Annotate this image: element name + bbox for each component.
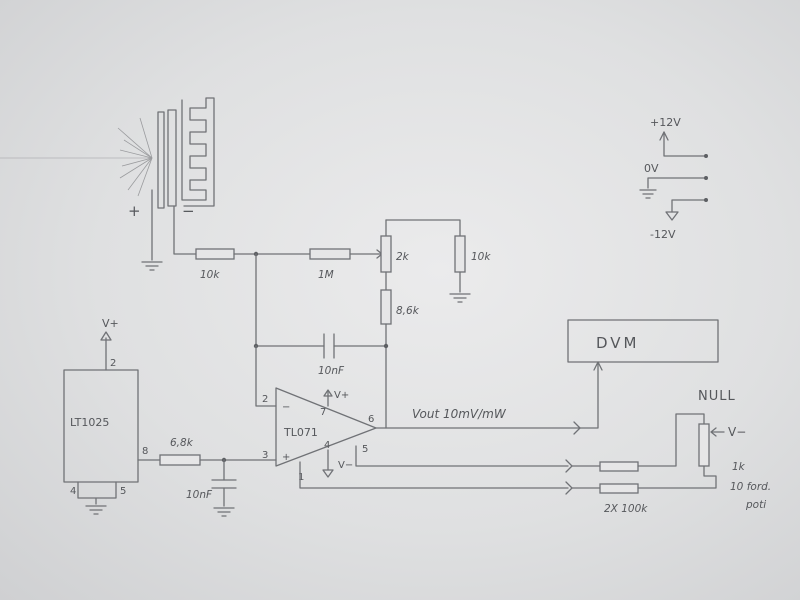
right-ground-symbol	[449, 293, 471, 303]
resistor-8k6-label: 8,6k	[396, 305, 420, 317]
opamp-pin-4: 4	[324, 440, 330, 451]
minus12-label: -12V	[650, 228, 676, 241]
thermopile-coil	[181, 97, 215, 207]
resistor-100k-a	[599, 461, 639, 472]
dvm-label: DVM	[596, 334, 640, 352]
null-pot-value-label: 1k	[732, 461, 746, 473]
opamp-pin-7: 7	[320, 407, 326, 418]
resistor-1m-label: 1M	[318, 269, 334, 281]
lt1025-ground-symbol	[85, 505, 107, 515]
wire-to-dvm	[579, 363, 599, 429]
lt1025-pin-2: 2	[110, 358, 116, 369]
opamp-pin-6: 6	[368, 414, 374, 425]
ref-cap-ground-symbol	[213, 507, 235, 517]
wire-top-rail	[385, 219, 461, 237]
minus12-arrow	[665, 211, 679, 221]
resistor-10k-right	[454, 235, 466, 273]
lt1025-pin-5: 5	[120, 486, 126, 497]
wire-pin2	[255, 345, 277, 407]
capacitor-ref-label: 10nF	[186, 489, 213, 501]
plus12-label: +12V	[650, 116, 681, 129]
thermopile-sensor: + −	[0, 97, 215, 271]
lt1025-pin-4: 4	[70, 486, 76, 497]
opamp-plus-sign: +	[282, 452, 290, 463]
opamp-pin-2: 2	[262, 394, 268, 405]
null-potentiometer	[698, 423, 710, 467]
null-label: NULL	[698, 389, 736, 404]
vout-label: Vout 10mV/mW	[412, 407, 507, 421]
null-pot-desc-2: poti	[745, 499, 766, 511]
potentiometer-2k-label: 2k	[396, 251, 410, 263]
sensor-minus-label: −	[182, 202, 198, 220]
junction-node-c	[383, 343, 389, 349]
resistor-10k-input	[195, 248, 235, 260]
plus12-wire	[663, 131, 707, 157]
zero-label: 0V	[644, 162, 659, 175]
resistor-100k-b	[599, 483, 639, 494]
potentiometer-2k	[380, 235, 392, 273]
lt1025-vplus-label: V+	[102, 317, 119, 330]
wire-100k-a-to-pot	[637, 413, 705, 467]
capacitor-feedback-label: 10nF	[318, 365, 345, 377]
opamp-vplus-label: V+	[334, 390, 349, 401]
opamp-vplus-arrow	[323, 389, 333, 397]
wire-pin1-null	[299, 461, 569, 489]
zero-terminal	[704, 176, 708, 180]
minus12-terminal	[704, 198, 708, 202]
light-rays	[0, 117, 153, 197]
sensor-bracket	[157, 111, 165, 209]
opamp-vminus-label: V−	[338, 460, 353, 471]
wire-100k-b-to-pot	[637, 465, 717, 489]
opamp-pin-1: 1	[298, 472, 304, 483]
capacitor-ref	[211, 479, 237, 489]
capacitor-feedback	[323, 333, 335, 359]
wire-pin5-null	[355, 445, 569, 467]
resistor-10k-right-label: 10k	[471, 251, 491, 263]
null-pot-wiper	[710, 427, 725, 437]
sensor-plus-label: +	[128, 202, 144, 220]
resistor-10k-input-label: 10k	[200, 269, 220, 281]
sensor-ground-symbol	[141, 261, 163, 271]
resistor-8k6	[380, 289, 392, 325]
sensor-output-wire	[173, 205, 197, 255]
lt1025-box	[63, 369, 139, 483]
resistor-6k8	[159, 454, 201, 466]
opamp-triangle	[275, 387, 377, 467]
dvm-box	[567, 319, 719, 363]
lt1025-pin-8: 8	[142, 446, 148, 457]
opamp-vminus-arrow	[322, 469, 334, 478]
lt1025-vplus-arrow	[100, 331, 112, 341]
lt1025-ground-wire	[77, 481, 117, 505]
sensor-plate	[167, 109, 177, 207]
zero-ground-symbol	[639, 189, 657, 199]
lt1025-label: LT1025	[70, 416, 109, 429]
null-vminus-label: V−	[728, 425, 746, 439]
resistor-1m	[309, 248, 351, 260]
opamp-minus-sign: −	[282, 402, 290, 413]
minus12-wire	[671, 199, 707, 213]
resistor-6k8-label: 6,8k	[170, 437, 194, 449]
zero-wire	[647, 177, 707, 189]
opamp-pin-5: 5	[362, 444, 368, 455]
power-connector: +12V 0V -12V	[639, 116, 708, 241]
wire-inverting-input	[255, 253, 325, 347]
resistor-2x100k-label: 2X 100k	[604, 503, 648, 515]
null-pot-desc-1: 10 ford.	[730, 481, 771, 493]
opamp-pin-3: 3	[262, 450, 268, 461]
opamp-label: TL071	[283, 426, 318, 439]
plus12-terminal	[704, 154, 708, 158]
